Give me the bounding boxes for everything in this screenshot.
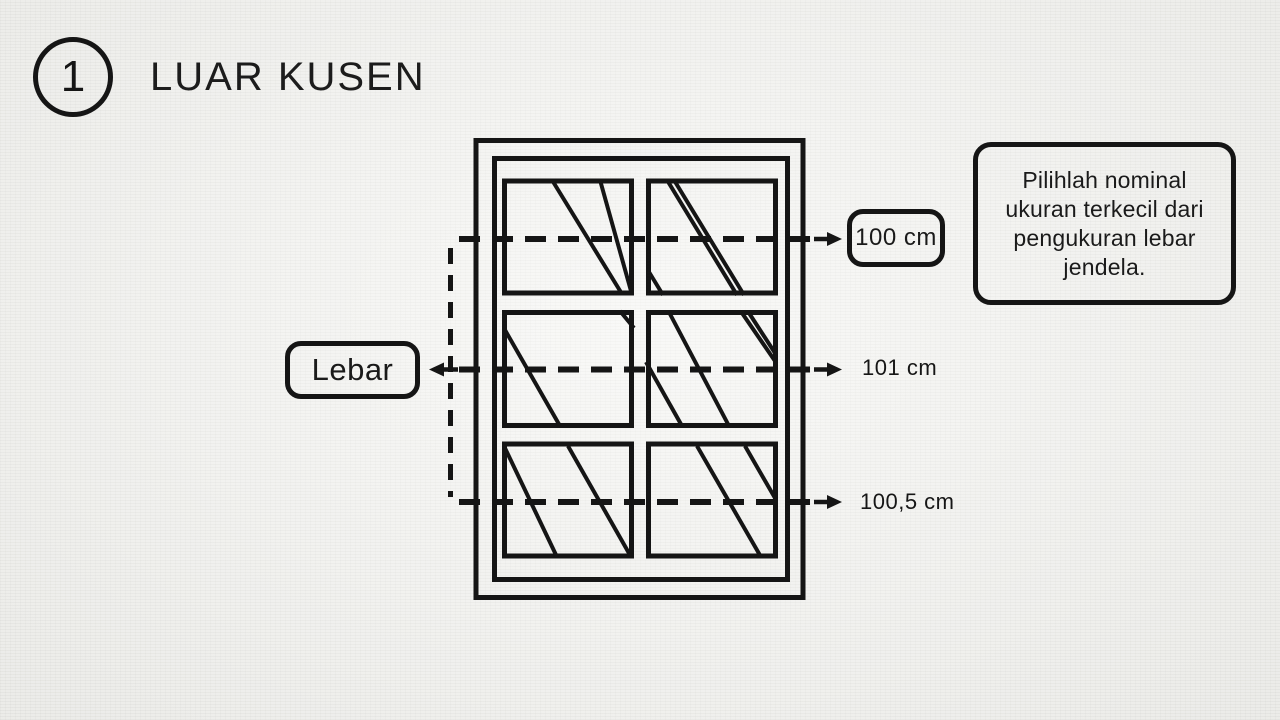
step-number-badge: 1 (33, 37, 113, 117)
arrow-right-icon (827, 362, 842, 377)
measurement-value: 100,5 cm (860, 489, 955, 514)
measurement-arrows (429, 232, 842, 509)
measurement-value: 101 cm (862, 355, 938, 380)
note-line: jendela. (1063, 253, 1146, 280)
measurement-value: 100 cm (855, 224, 937, 251)
note-line: pengukuran lebar (1013, 224, 1196, 251)
page-title: LUAR KUSEN (150, 55, 426, 99)
note-callout: Pilihlah nominal ukuran terkecil dari pe… (973, 142, 1236, 305)
note-line: ukuran terkecil dari (1005, 195, 1204, 222)
arrow-right-icon (827, 495, 842, 509)
arrow-left-icon (429, 362, 444, 377)
arrow-right-icon (827, 232, 842, 246)
width-label-box: Lebar (285, 341, 420, 399)
width-label: Lebar (311, 352, 394, 387)
measurement-guides (448, 236, 812, 505)
note-line: Pilihlah nominal (1022, 166, 1187, 193)
measurement-label-boxed: 100 cm (847, 209, 945, 267)
step-number: 1 (60, 52, 86, 101)
